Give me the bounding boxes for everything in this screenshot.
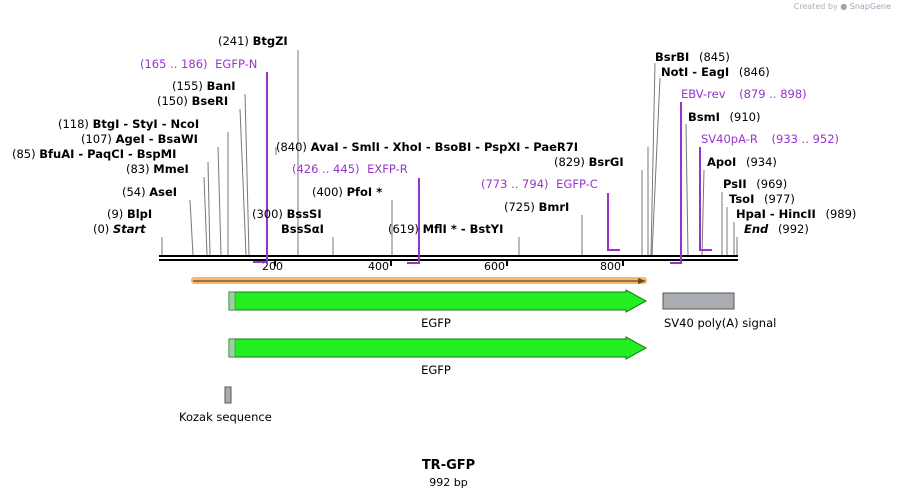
ruler: 200 400 600 800 xyxy=(262,260,624,273)
site-hpai: HpaI - HincII (989) xyxy=(736,207,856,221)
feature-egfp-2: EGFP xyxy=(228,336,648,377)
site-bsssi: (300) BssSI xyxy=(252,207,322,221)
egfp-start-hatch xyxy=(228,338,236,358)
primer-ebv-rev: EBV-rev (879 .. 898) xyxy=(681,87,807,101)
primer-egfp-n: (165 .. 186) EGFP-N xyxy=(140,57,257,71)
site-mmei: (83) MmeI xyxy=(126,162,189,176)
site-agei: (107) AgeI - BsaWI xyxy=(81,132,198,146)
orf-arrowhead-icon xyxy=(638,278,646,284)
site-leader-lines xyxy=(161,50,738,256)
site-bmri: (725) BmrI xyxy=(504,200,569,214)
site-apoi: ApoI (934) xyxy=(707,155,777,169)
egfp-arrow-shape xyxy=(228,289,648,313)
site-asei: (54) AseI xyxy=(122,185,177,199)
feature-label: EGFP xyxy=(421,363,451,377)
primer-egfp-c: (773 .. 794) EGFP-C xyxy=(481,177,598,191)
credit-brand: SnapGene xyxy=(849,2,891,11)
feature-label: EGFP xyxy=(421,316,451,330)
site-psii: PsII (969) xyxy=(723,177,787,191)
feature-kozak: Kozak sequence xyxy=(179,386,272,424)
primer-sv40pa-r: SV40pA-R (933 .. 952) xyxy=(701,132,839,146)
site-start: (0) Start xyxy=(93,222,146,236)
kozak-box xyxy=(224,386,232,404)
tick-label: 200 xyxy=(262,260,283,273)
credit-prefix: Created by xyxy=(793,2,838,11)
plasmid-name: TR-GFP xyxy=(421,458,476,473)
feature-egfp-1: EGFP xyxy=(228,289,648,330)
snapgene-logo-icon: ● xyxy=(840,2,848,11)
site-btgi: (118) BtgI - StyI - NcoI xyxy=(58,117,199,131)
tick-label: 800 xyxy=(600,260,621,273)
site-blpi: (9) BlpI xyxy=(107,207,152,221)
site-tsoi: TsoI (977) xyxy=(729,192,795,206)
site-bseri: (150) BseRI xyxy=(157,94,228,108)
site-bsrgi: (829) BsrGI xyxy=(554,155,624,169)
site-noti: NotI - EagI (846) xyxy=(661,65,770,79)
primer-labels: (165 .. 186) EGFP-N (426 .. 445) EXFP-R … xyxy=(140,57,839,191)
site-btgzi: (241) BtgZI xyxy=(218,34,288,48)
site-bfuai: (85) BfuAI - PaqCI - BspMI xyxy=(12,147,176,161)
site-pfoi: (400) PfoI * xyxy=(312,185,382,199)
site-bsrbi: BsrBI (845) xyxy=(655,50,730,64)
snapgene-credit: Created by ● SnapGene xyxy=(794,2,891,11)
primer-marks xyxy=(253,72,712,264)
sv40-box xyxy=(662,292,735,310)
site-bsmi: BsmI (910) xyxy=(688,110,760,124)
feature-label: Kozak sequence xyxy=(179,410,272,424)
tick-label: 600 xyxy=(484,260,505,273)
site-mfli: (619) MflI * - BstYI xyxy=(388,222,503,236)
site-labels: (0) Start (9) BlpI (54) AseI (83) MmeI (… xyxy=(12,34,856,236)
site-avai: (840) AvaI - SmlI - XhoI - BsoBI - PspXI… xyxy=(276,140,578,154)
site-end: End (992) xyxy=(744,222,809,236)
feature-label: SV40 poly(A) signal xyxy=(664,316,776,330)
site-bsssai: BssSαI xyxy=(281,222,324,236)
orf-bar xyxy=(191,277,647,284)
tick-label: 400 xyxy=(368,260,389,273)
site-bani: (155) BanI xyxy=(172,79,236,93)
feature-sv40-polya: SV40 poly(A) signal xyxy=(662,292,776,330)
primer-exfp-r: (426 .. 445) EXFP-R xyxy=(292,162,408,176)
plasmid-length: 992 bp xyxy=(429,476,468,489)
egfp-start-hatch xyxy=(228,291,236,311)
egfp-arrow-shape xyxy=(228,336,648,360)
